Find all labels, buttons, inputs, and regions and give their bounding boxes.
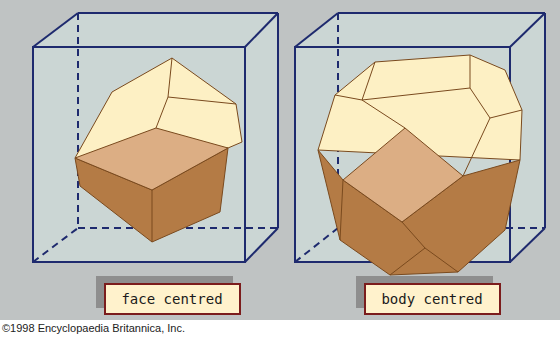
label-box: body centred bbox=[364, 283, 501, 315]
front-face bbox=[75, 128, 228, 190]
copyright-note: ©1998 Encyclopaedia Britannica, Inc. bbox=[2, 322, 185, 334]
cube-outline bbox=[33, 13, 278, 262]
cube-edge bbox=[78, 12, 278, 14]
face-edge bbox=[156, 97, 168, 128]
face-edge bbox=[168, 97, 236, 104]
label-box: face centred bbox=[104, 283, 241, 315]
truncated-octahedron bbox=[318, 55, 522, 275]
face-edge bbox=[152, 190, 153, 242]
cube-edge bbox=[510, 228, 545, 262]
cube-edge bbox=[544, 13, 546, 228]
footer-strip bbox=[0, 320, 560, 338]
background bbox=[0, 0, 560, 320]
cube-fill bbox=[33, 13, 278, 262]
face-edge bbox=[340, 180, 343, 240]
face-edge bbox=[490, 110, 522, 118]
hidden-edge bbox=[295, 228, 338, 262]
face-edge bbox=[362, 100, 405, 128]
face-edge bbox=[362, 88, 470, 100]
cube-edge bbox=[277, 13, 279, 228]
hidden-edge bbox=[77, 13, 79, 228]
cube-edge bbox=[510, 13, 545, 47]
face-edge bbox=[168, 58, 172, 97]
rhombic-dodecahedron bbox=[75, 58, 242, 242]
box-label: body centred bbox=[381, 291, 482, 307]
face-edge bbox=[402, 222, 425, 248]
hidden-edge bbox=[33, 228, 78, 262]
face-edge bbox=[470, 88, 490, 118]
cube-front-face bbox=[33, 47, 245, 262]
cube-edge bbox=[295, 13, 338, 47]
box-label: face centred bbox=[121, 291, 222, 307]
face-edge bbox=[425, 248, 458, 272]
front-face bbox=[343, 128, 463, 222]
face-edge bbox=[390, 248, 425, 275]
cube-edge bbox=[245, 13, 278, 47]
cube-edge bbox=[245, 228, 278, 262]
face-edge bbox=[470, 55, 471, 88]
face-edge bbox=[362, 62, 375, 100]
face-edge bbox=[335, 95, 362, 100]
cube-edge bbox=[338, 12, 545, 14]
face-edge bbox=[463, 118, 490, 176]
cube-edge bbox=[33, 13, 78, 47]
